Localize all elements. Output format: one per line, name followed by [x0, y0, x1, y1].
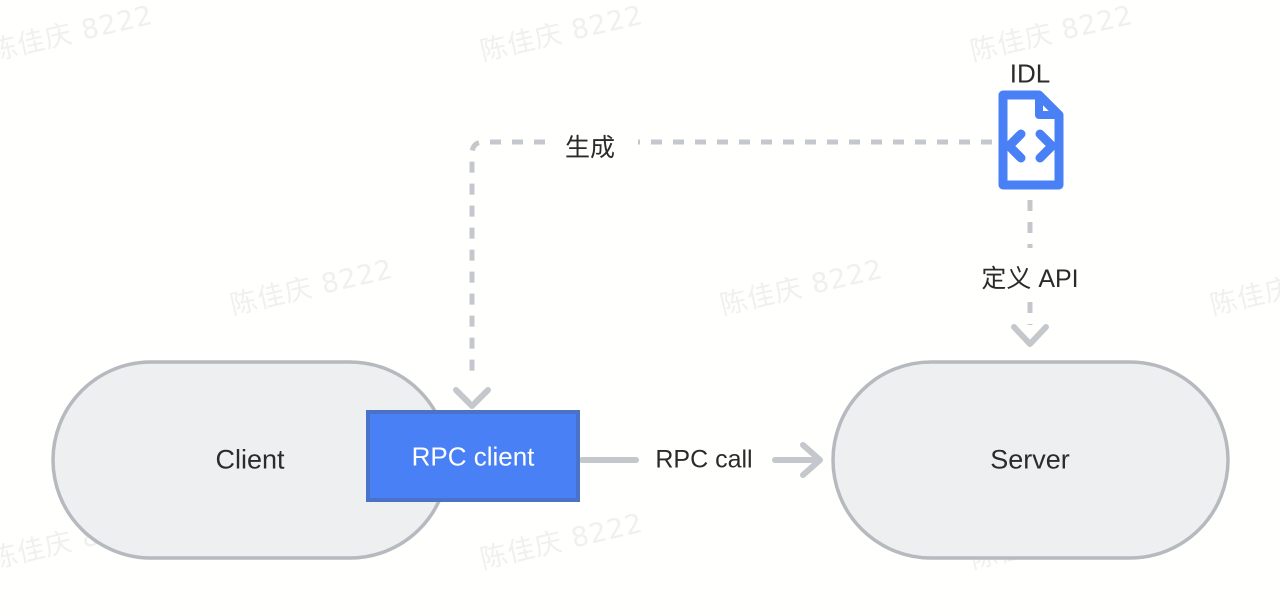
edge-label-define-api: 定义 API — [981, 265, 1079, 293]
node-label-server: Server — [990, 444, 1070, 475]
define-api-arrowhead-icon — [1011, 324, 1049, 347]
code-file-icon[interactable] — [998, 90, 1064, 190]
node-label-rpc-client: RPC client — [411, 441, 535, 472]
node-label-client: Client — [215, 444, 285, 475]
edge-label-generate: 生成 — [564, 134, 616, 162]
rpc-call-arrowhead-icon — [800, 442, 823, 478]
node-label-idl: IDL — [1009, 58, 1051, 89]
node-shape-rpc-client[interactable] — [366, 410, 580, 502]
edge-label-rpc-call: RPC call — [655, 445, 753, 474]
generate-line-elbow — [469, 139, 545, 376]
generate-arrowhead-icon — [453, 387, 491, 409]
node-shape-server[interactable] — [831, 360, 1230, 560]
